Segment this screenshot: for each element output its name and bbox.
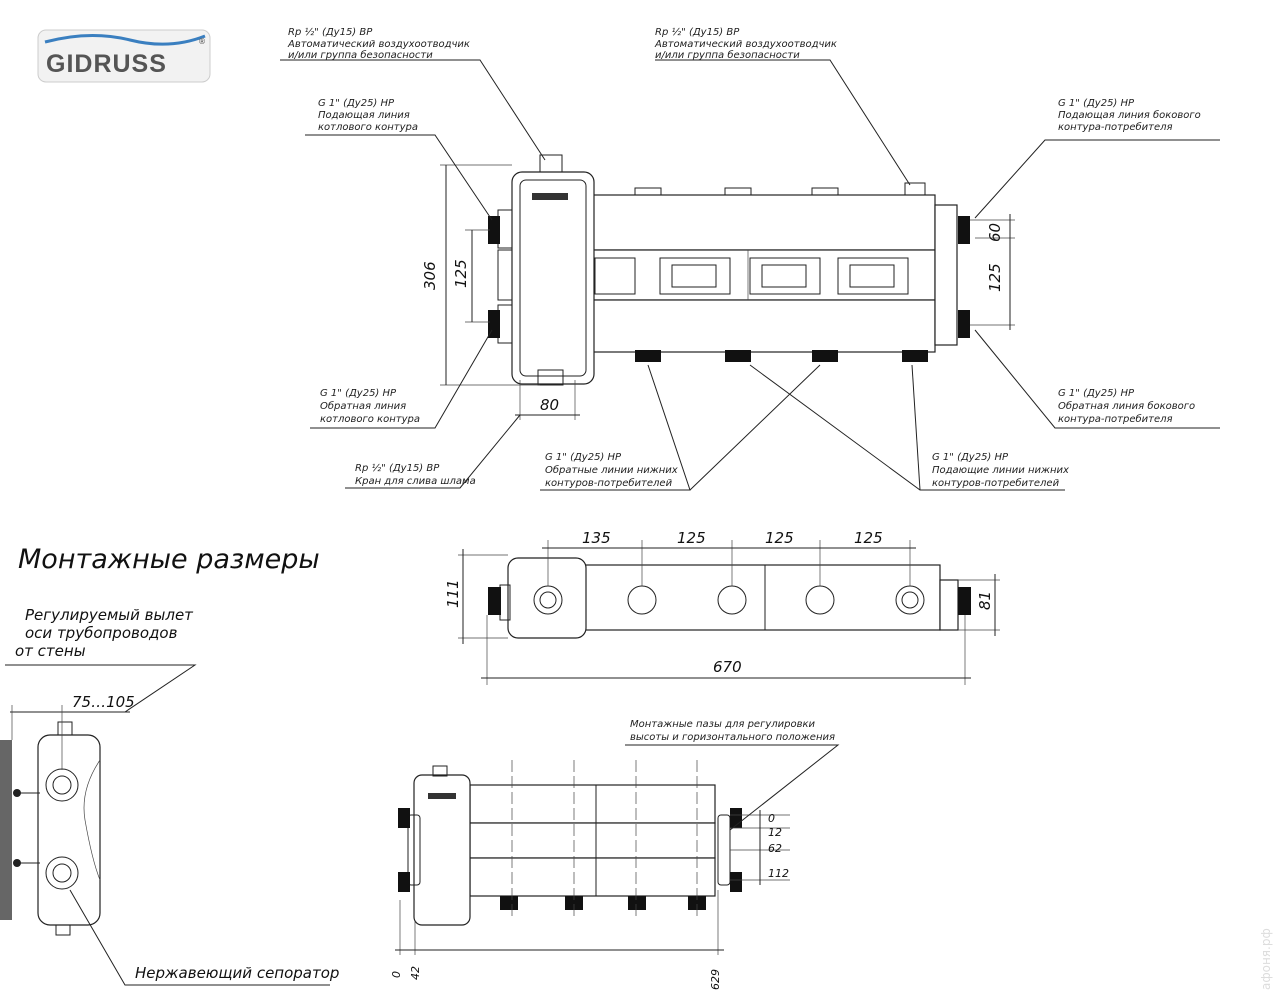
svg-text:Rp ½" (Ду15) ВР: Rp ½" (Ду15) ВР [288, 26, 373, 38]
svg-text:котлового контура: котлового контура [320, 414, 420, 425]
port-side-supply [958, 216, 970, 244]
svg-text:Подающая линия: Подающая линия [318, 110, 410, 121]
svg-text:и/или группа безопасности: и/или группа безопасности [288, 49, 433, 61]
offset-label-2: оси трубопроводов [25, 624, 178, 642]
plan-view: 135 125 125 125 670 111 81 [444, 529, 1000, 685]
watermark: афоня.рф [1259, 928, 1273, 990]
dim-135: 135 [582, 529, 611, 547]
side-view: Регулируемый вылет оси трубопроводов от … [0, 606, 339, 986]
dim-306: 306 [421, 261, 439, 290]
dim-111: 111 [444, 579, 462, 608]
svg-text:Автоматический воздухоотводчик: Автоматический воздухоотводчик [654, 39, 837, 50]
dim-12: 12 [768, 826, 782, 839]
svg-text:Обратная линия: Обратная линия [320, 400, 406, 412]
svg-text:контуров-потребителей: контуров-потребителей [545, 477, 673, 489]
dim-0-bottom: 0 [390, 971, 403, 978]
dim-62: 62 [768, 842, 782, 855]
slots-label-2: высоты и горизонтального положения [630, 732, 835, 743]
svg-text:Обратные линии нижних: Обратные линии нижних [545, 464, 678, 476]
svg-text:Подающие линии нижних: Подающие линии нижних [932, 465, 1069, 476]
svg-text:G 1" (Ду25) НР: G 1" (Ду25) НР [1058, 98, 1135, 109]
callout-air-vent-left: Rp ½" (Ду15) ВР Автоматический воздухоот… [287, 26, 470, 61]
svg-text:G 1" (Ду25) НР: G 1" (Ду25) НР [318, 98, 395, 109]
separator-label: Нержавеющий сепоратор [135, 964, 339, 982]
dim-125-b: 125 [765, 529, 794, 547]
svg-text:G 1" (Ду25) НР: G 1" (Ду25) НР [932, 452, 1009, 463]
svg-text:Rp ½" (Ду15) ВР: Rp ½" (Ду15) ВР [355, 462, 440, 474]
front-view: 0 42 629 0 12 62 112 Монтажные пазы для … [390, 719, 840, 990]
svg-text:G 1" (Ду25) НР: G 1" (Ду25) НР [320, 388, 397, 399]
dim-670: 670 [713, 658, 742, 676]
offset-label-1: Регулируемый вылет [25, 606, 194, 624]
logo-text: GIDRUSS [46, 50, 167, 78]
callout-boiler-supply: G 1" (Ду25) НР Подающая линия котлового … [318, 98, 418, 133]
offset-label-3: от стены [15, 642, 86, 660]
svg-text:контуров-потребителей: контуров-потребителей [932, 477, 1060, 489]
dim-60: 60 [986, 223, 1004, 242]
callout-lower-supplies: G 1" (Ду25) НР Подающие линии нижних кон… [932, 452, 1069, 489]
svg-text:и/или группа безопасности: и/или группа безопасности [655, 49, 800, 61]
dim-125-a: 125 [677, 529, 706, 547]
svg-text:котлового контура: котлового контура [318, 122, 418, 133]
dim-81: 81 [976, 591, 994, 610]
dim-75-105: 75…105 [72, 693, 135, 711]
dim-0-right: 0 [768, 812, 775, 825]
svg-text:Rp ½" (Ду15) ВР: Rp ½" (Ду15) ВР [655, 26, 740, 38]
dim-42: 42 [409, 966, 422, 980]
callout-side-return: G 1" (Ду25) НР Обратная линия бокового к… [1058, 388, 1195, 425]
svg-text:Подающая линия бокового: Подающая линия бокового [1058, 109, 1201, 121]
svg-text:Кран для слива шлама: Кран для слива шлама [355, 476, 476, 487]
callout-drain: Rp ½" (Ду15) ВР Кран для слива шлама [355, 462, 476, 487]
svg-text:контура-потребителя: контура-потребителя [1058, 121, 1173, 133]
mounting-title: Монтажные размеры [18, 544, 320, 575]
port-boiler-supply [488, 216, 500, 244]
slots-label-1: Монтажные пазы для регулировки [630, 719, 816, 730]
svg-text:G 1" (Ду25) НР: G 1" (Ду25) НР [545, 452, 622, 463]
port-side-return [958, 310, 970, 338]
callout-boiler-return: G 1" (Ду25) НР Обратная линия котлового … [320, 388, 420, 425]
dim-80: 80 [540, 396, 559, 414]
svg-text:Обратная линия бокового: Обратная линия бокового [1058, 400, 1195, 412]
gidruss-logo: GIDRUSS ® [37, 29, 211, 83]
dim-629: 629 [709, 969, 722, 990]
dim-112: 112 [768, 867, 789, 880]
svg-text:контура-потребителя: контура-потребителя [1058, 413, 1173, 425]
registered-mark: ® [198, 37, 206, 46]
dim-125-right: 125 [986, 263, 1004, 292]
callout-lower-returns: G 1" (Ду25) НР Обратные линии нижних кон… [545, 452, 678, 489]
dim-125-left: 125 [452, 259, 470, 288]
callout-side-supply: G 1" (Ду25) НР Подающая линия бокового к… [1058, 98, 1201, 133]
top-view: 306 125 80 60 125 Rp ½" (Ду15) ВР Автома… [280, 26, 1220, 491]
svg-text:G 1" (Ду25) НР: G 1" (Ду25) НР [1058, 388, 1135, 399]
callout-air-vent-right: Rp ½" (Ду15) ВР Автоматический воздухоот… [654, 26, 837, 61]
svg-text:Автоматический воздухоотводчик: Автоматический воздухоотводчик [287, 39, 470, 50]
dim-125-c: 125 [854, 529, 883, 547]
